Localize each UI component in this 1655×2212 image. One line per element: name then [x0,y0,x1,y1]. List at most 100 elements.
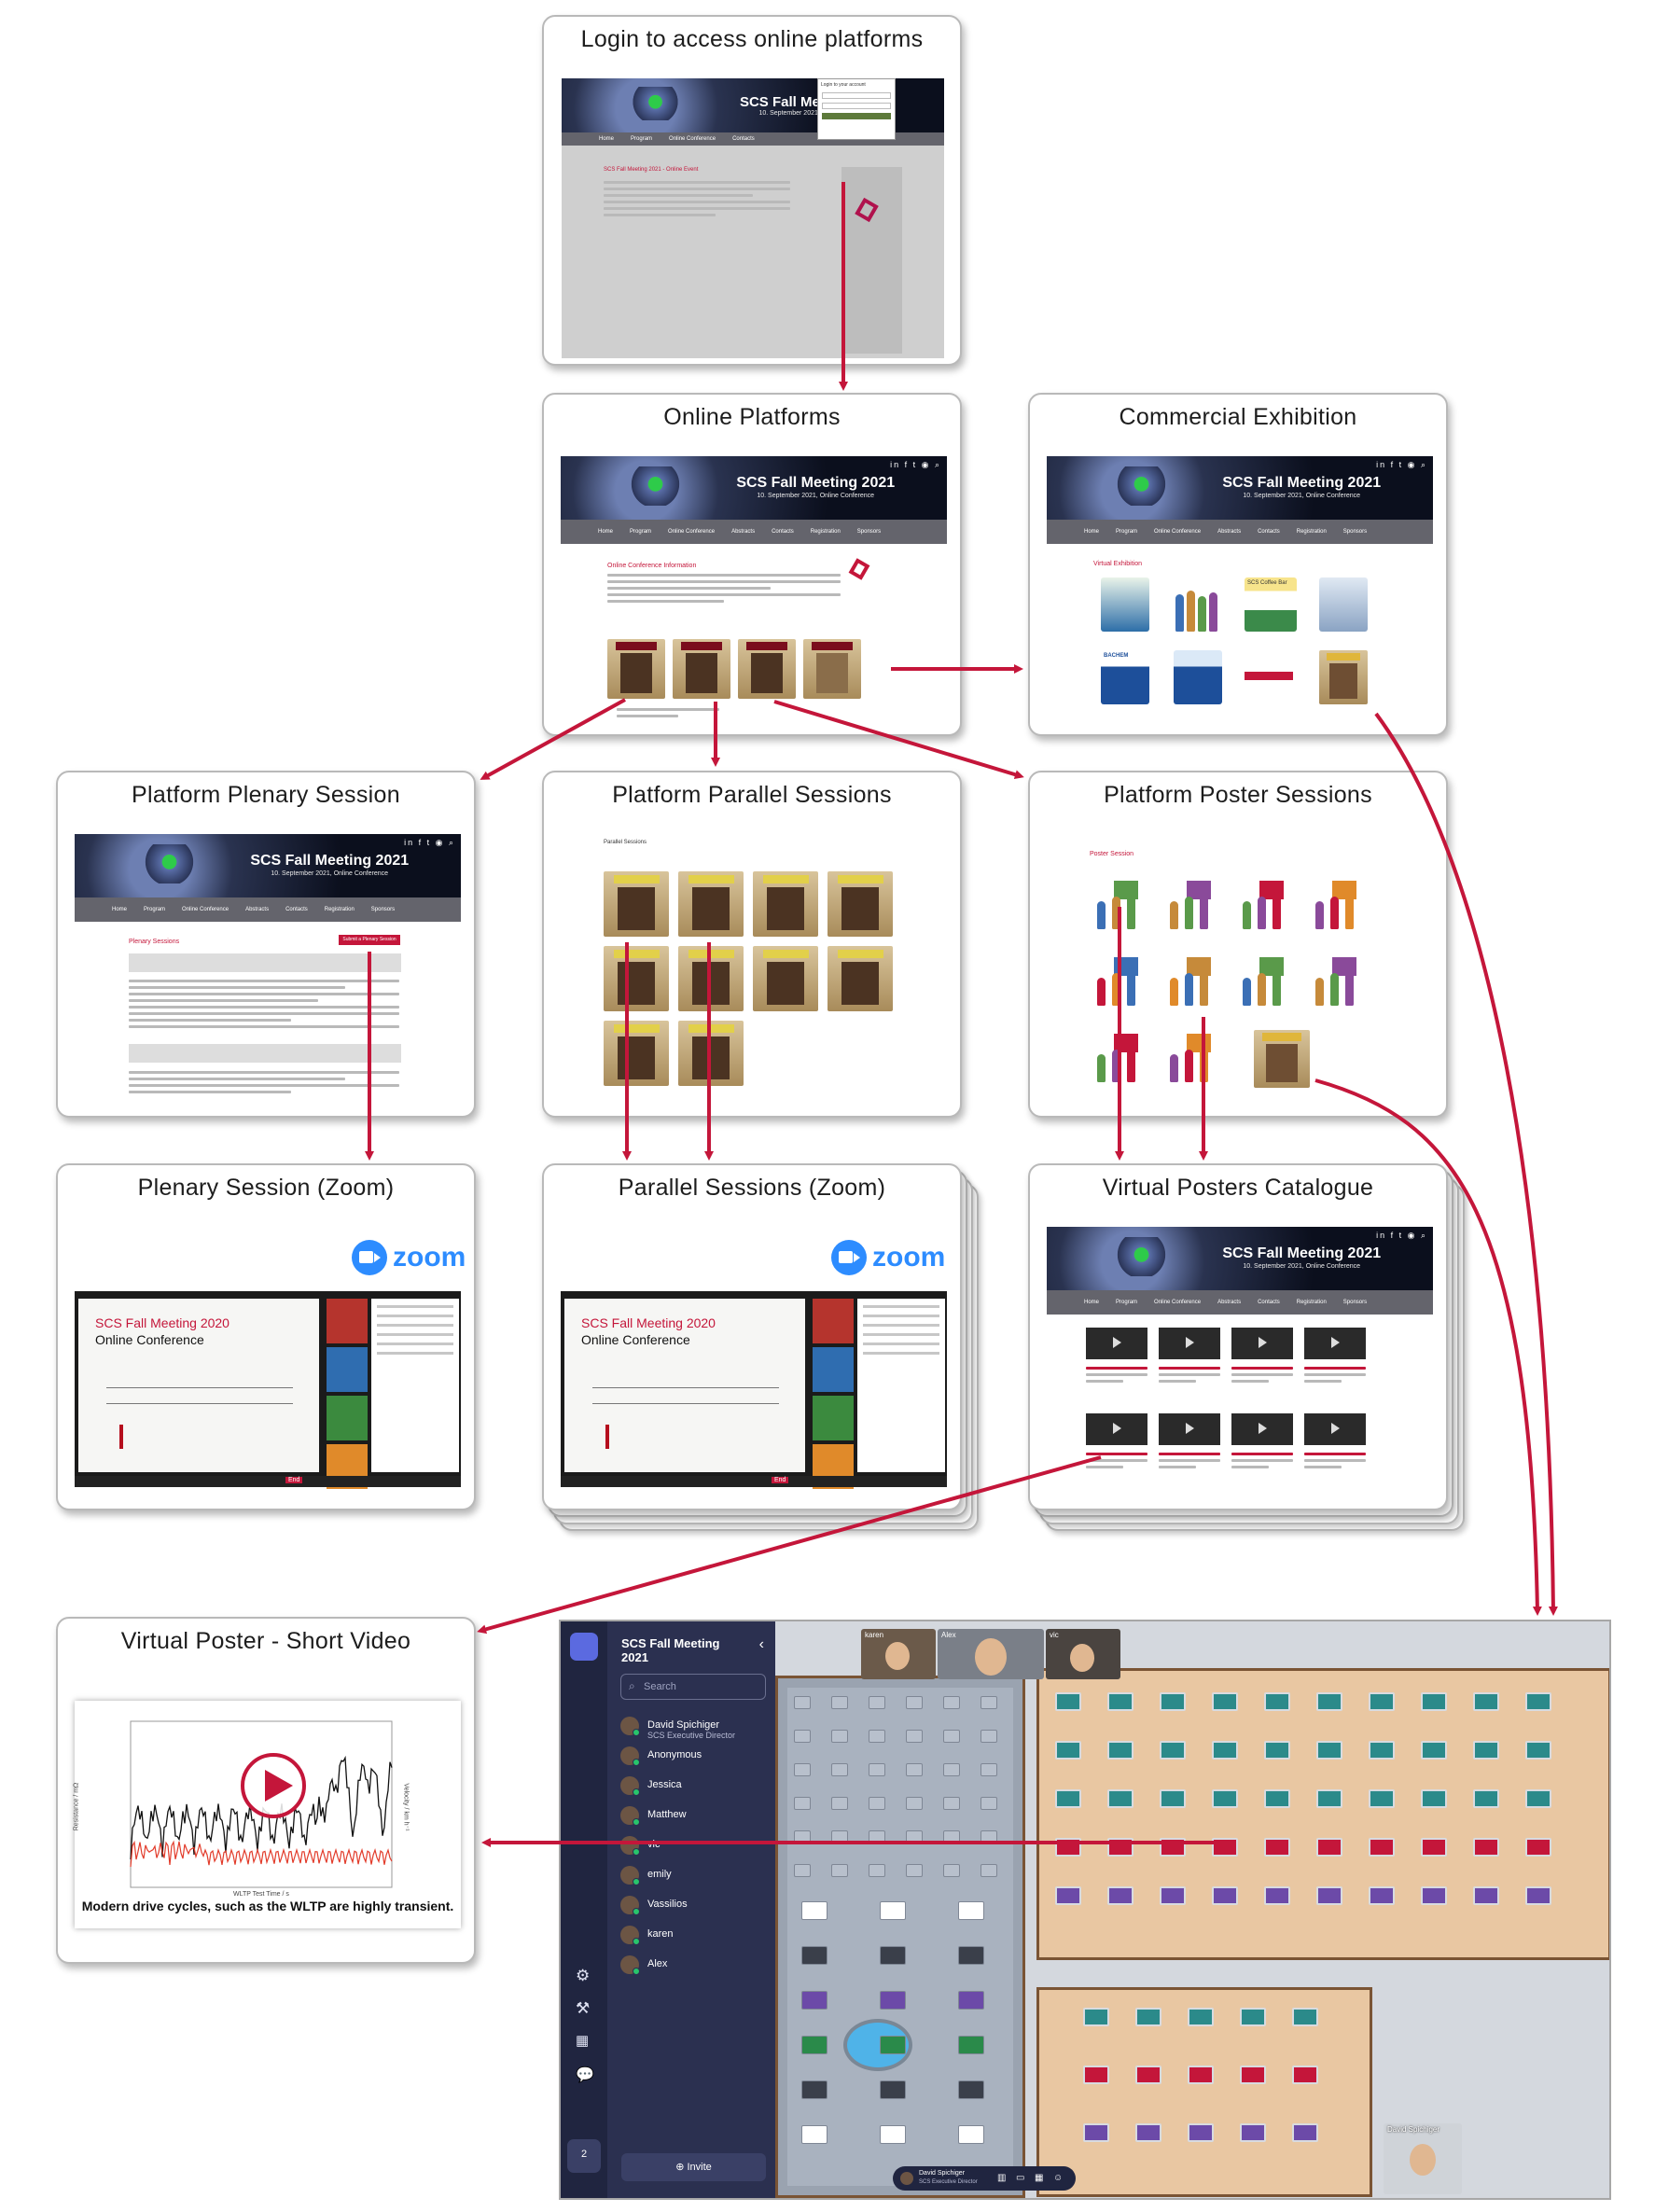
nav-contacts[interactable]: Contacts [732,136,755,142]
poster-stand[interactable] [1316,1741,1342,1760]
poster-stand[interactable] [1160,1741,1186,1760]
participant-video-1[interactable] [813,1299,854,1343]
nav-contacts[interactable]: Contacts [1258,1299,1280,1305]
video-frame[interactable]: Resistance / mΩ Velocity / km h⁻¹ WLTP T… [73,1701,461,1928]
poster-stand[interactable] [1369,1692,1395,1711]
poster-video-thumb[interactable] [1086,1328,1147,1359]
poster-stand[interactable] [1055,1886,1081,1905]
poster-video-thumb[interactable] [1086,1413,1147,1445]
nav-sponsors[interactable]: Sponsors [370,906,396,912]
collapse-chevron-icon[interactable]: ‹ [758,1636,764,1652]
poster-stand[interactable] [1316,1789,1342,1808]
nav-sponsors[interactable]: Sponsors [1342,1299,1368,1305]
poster-video-thumb[interactable] [1159,1413,1220,1445]
sponsor-booth[interactable] [958,2036,984,2054]
poster-stand[interactable] [1316,1692,1342,1711]
poster-stand[interactable] [1369,1838,1395,1857]
participants-icon[interactable]: 2 [567,2139,601,2173]
poster-stand[interactable] [1473,1838,1499,1857]
poster-stand[interactable] [1083,2123,1109,2142]
poster-video-thumb[interactable] [1304,1413,1366,1445]
gather-logo-icon[interactable] [570,1633,598,1661]
parallel-room-door[interactable] [828,946,893,1011]
poster-group[interactable] [1166,953,1222,1006]
grid-icon[interactable]: ▦ [1035,2173,1044,2183]
nav-contacts[interactable]: Contacts [1258,528,1280,535]
emoji-icon[interactable]: ☺ [1053,2173,1064,2183]
poster-group[interactable] [1239,953,1295,1006]
poster-stand[interactable] [1369,1886,1395,1905]
door-poster-exit[interactable] [1254,1030,1310,1088]
sponsor-booth[interactable] [880,2125,906,2144]
sponsor-booth[interactable] [801,1991,828,2010]
poster-stand[interactable] [1421,1741,1447,1760]
social-icons[interactable]: in f t ◉ ⌕ [890,460,941,469]
sponsor-booth[interactable] [958,2125,984,2144]
plenary-join-button[interactable]: Submit a Plenary Session [339,935,400,945]
poster-stand[interactable] [1212,1789,1238,1808]
sponsor-booth[interactable] [801,1901,828,1920]
hammer-icon[interactable]: ⚒ [576,1999,591,2017]
login-username-field[interactable] [822,92,891,99]
poster-stand[interactable] [1135,2123,1161,2142]
nav-home[interactable]: Home [1084,1299,1100,1305]
poster-stand[interactable] [1264,1789,1290,1808]
poster-group[interactable] [1239,877,1295,929]
poster-stand[interactable] [1369,1741,1395,1760]
poster-stand[interactable] [1135,2008,1161,2026]
poster-stand[interactable] [1316,1886,1342,1905]
nav-program[interactable]: Program [1116,1299,1138,1305]
poster-stand[interactable] [1160,1789,1186,1808]
nav-abstracts[interactable]: Abstracts [731,528,756,535]
poster-group[interactable] [1166,877,1222,929]
booth-4[interactable] [1319,577,1368,632]
parallel-room-door[interactable] [604,1021,669,1086]
social-icons[interactable]: in f t ◉ ⌕ [404,838,455,847]
sponsor-booth[interactable] [801,1946,828,1965]
poster-stand[interactable] [1212,1741,1238,1760]
poster-stand[interactable] [1107,1741,1133,1760]
nav-abstracts[interactable]: Abstracts [245,906,270,912]
poster-video-thumb[interactable] [1159,1328,1220,1359]
gather-map[interactable]: karen Alex vic David Spichiger David Spi… [775,1621,1609,2198]
poster-stand[interactable] [1421,1886,1447,1905]
self-video-tile[interactable]: David Spichiger [1384,2123,1462,2194]
nav-registration[interactable]: Registration [810,528,841,535]
nav-contacts[interactable]: Contacts [285,906,308,912]
play-icon[interactable] [241,1753,306,1818]
parallel-room-door[interactable] [604,946,669,1011]
sponsor-booth[interactable] [801,2125,828,2144]
door-plenary[interactable] [607,639,665,699]
sponsor-booth[interactable] [801,2036,828,2054]
social-icons[interactable]: in f t ◉ ⌕ [1376,460,1427,469]
booth-coffee[interactable]: SCS Coffee Bar [1245,577,1297,632]
nav-contacts[interactable]: Contacts [772,528,794,535]
nav-home[interactable]: Home [1084,528,1100,535]
poster-stand[interactable] [1240,2123,1266,2142]
booth-bachem[interactable]: BACHEM [1101,650,1149,704]
participant-video-3[interactable] [327,1396,368,1440]
poster-stand[interactable] [1055,1741,1081,1760]
poster-stand[interactable] [1473,1886,1499,1905]
gather-bottom-bar[interactable]: David Spichiger SCS Executive Director ▥… [893,2166,1076,2191]
nav-registration[interactable]: Registration [1296,528,1327,535]
poster-stand[interactable] [1292,2123,1318,2142]
login-submit-button[interactable] [822,113,891,119]
poster-stand[interactable] [1240,2066,1266,2084]
poster-stand[interactable] [1264,1741,1290,1760]
nav-home[interactable]: Home [599,136,615,142]
poster-stand[interactable] [1316,1838,1342,1857]
poster-stand[interactable] [1055,1692,1081,1711]
poster-stand[interactable] [1525,1838,1551,1857]
door-exhibition[interactable] [803,639,861,699]
zoom-participants-panel[interactable] [857,1299,945,1472]
poster-group[interactable] [1093,877,1149,929]
nav-home[interactable]: Home [112,906,128,912]
invite-button[interactable]: ⊕ Invite [621,2153,766,2181]
sponsor-booth[interactable] [880,1946,906,1965]
zoom-leave-button[interactable]: End [772,1477,789,1483]
poster-stand[interactable] [1160,1886,1186,1905]
sponsor-booth[interactable] [801,2080,828,2099]
poster-stand[interactable] [1525,1789,1551,1808]
nav-online-conference[interactable]: Online Conference [1154,1299,1202,1305]
